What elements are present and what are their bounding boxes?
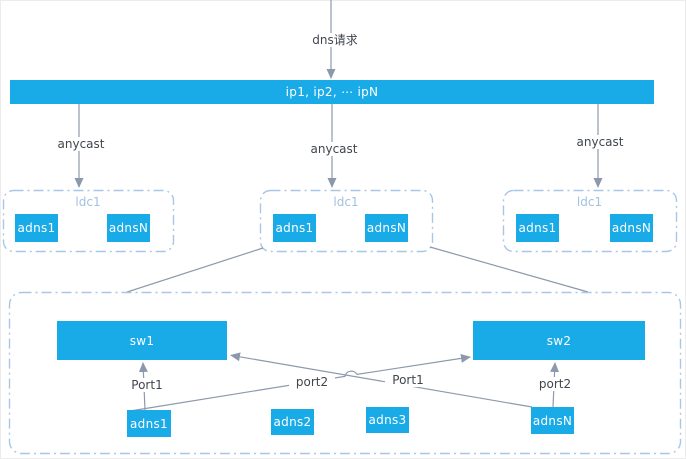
idc2-adns1-node: adns1 xyxy=(273,214,316,242)
idc2-label: ldc1 xyxy=(333,195,359,209)
anycast-label-middle: anycast xyxy=(306,142,362,156)
cluster-adnsN-node: adnsN xyxy=(531,407,574,434)
idc1-label: ldc1 xyxy=(75,195,101,209)
idc3-border xyxy=(502,189,678,253)
idc1-border xyxy=(2,189,175,253)
sw2-node: sw2 xyxy=(473,321,645,360)
idc3-label: ldc1 xyxy=(576,195,603,209)
dns-request-label: dns请求 xyxy=(302,33,368,47)
cluster-border xyxy=(8,291,682,455)
idc1-adnsN-node: adnsN xyxy=(107,214,150,242)
idc2-to-cluster-right-link xyxy=(429,246,589,293)
port1-label-right: Port1 xyxy=(385,373,431,387)
idc2-border xyxy=(259,189,434,253)
idc2-adnsN-node: adnsN xyxy=(365,214,408,242)
port1-label-left: Port1 xyxy=(124,378,170,392)
adnsN-to-sw1-arrow xyxy=(230,352,533,408)
cluster-adns2-node: adns2 xyxy=(271,409,314,435)
anycast-label-right: anycast xyxy=(572,135,628,149)
sw1-node: sw1 xyxy=(57,321,227,360)
cluster-adns1-node: adns1 xyxy=(127,410,171,437)
idc1-adns1-node: adns1 xyxy=(15,214,58,242)
idc2-to-cluster-left-link xyxy=(126,247,264,293)
ip-bar: ip1, ip2, ⋯ ipN xyxy=(10,80,654,104)
idc3-adnsN-node: adnsN xyxy=(610,214,653,242)
adns1-to-sw2-arrow xyxy=(129,353,471,412)
port2-label-right: port2 xyxy=(532,377,578,391)
port2-label-left: port2 xyxy=(289,375,335,389)
idc3-adns1-node: adns1 xyxy=(516,214,559,242)
anycast-label-left: anycast xyxy=(53,137,109,151)
cluster-adns3-node: adns3 xyxy=(366,407,409,433)
